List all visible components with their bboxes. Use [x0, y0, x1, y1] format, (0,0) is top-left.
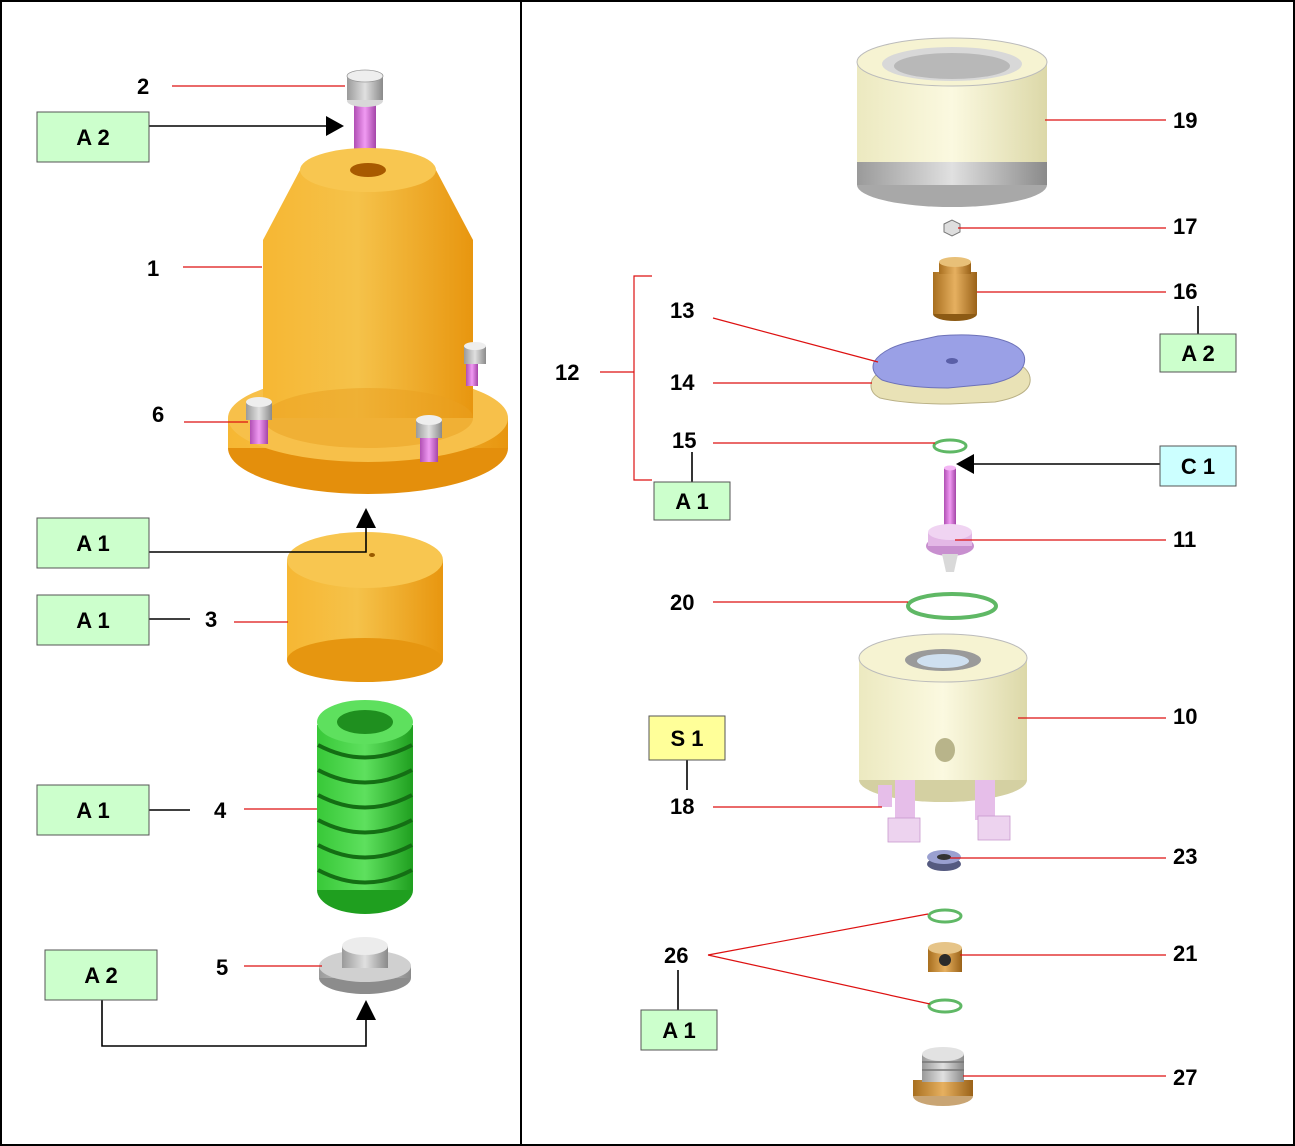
- label-part-18: 18: [670, 794, 694, 819]
- label-part-1: 1: [147, 256, 159, 281]
- part-17-nut: [943, 219, 961, 237]
- part-16-bushing: [933, 257, 977, 321]
- part-18-screws: [878, 780, 1011, 843]
- part-number-labels: 2 1 6 3 4 5 19 17 16 13 12 14 15 11 20 1…: [137, 74, 1197, 1090]
- tag-a1-part-26: A 1: [640, 1009, 718, 1051]
- part-13-disc: [872, 334, 1026, 389]
- svg-text:S 1: S 1: [670, 726, 703, 751]
- svg-text:A 1: A 1: [76, 798, 109, 823]
- tag-a1-lower-left: A 1: [36, 784, 150, 836]
- label-part-27: 27: [1173, 1065, 1197, 1090]
- part-4-spring: [317, 700, 413, 914]
- svg-text:A 2: A 2: [76, 125, 109, 150]
- svg-text:A 1: A 1: [76, 531, 109, 556]
- svg-text:A 1: A 1: [662, 1018, 695, 1043]
- label-part-14: 14: [670, 370, 695, 395]
- label-part-16: 16: [1173, 279, 1197, 304]
- label-part-21: 21: [1173, 941, 1197, 966]
- label-part-11: 11: [1173, 527, 1196, 552]
- tag-a1-mid-left: A 1: [36, 594, 150, 646]
- label-part-6: 6: [152, 402, 164, 427]
- part-1-housing: [228, 148, 508, 494]
- part-23-seal: [927, 850, 961, 871]
- label-part-4: 4: [214, 798, 227, 823]
- svg-text:A 1: A 1: [76, 608, 109, 633]
- tag-s1-right: S 1: [648, 715, 726, 761]
- tag-c1-right: C 1: [1159, 445, 1237, 487]
- label-part-3: 3: [205, 607, 217, 632]
- label-part-10: 10: [1173, 704, 1197, 729]
- part-3-cylinder: [287, 532, 443, 682]
- tag-connectors: [101, 116, 1199, 1047]
- label-part-13: 13: [670, 298, 694, 323]
- label-part-17: 17: [1173, 214, 1197, 239]
- part-6-screws: [246, 342, 486, 462]
- label-part-20: 20: [670, 590, 694, 615]
- part-10-body: [858, 633, 1028, 802]
- label-part-23: 23: [1173, 844, 1197, 869]
- tag-a1-part-15: A 1: [653, 481, 731, 521]
- tag-a2-bottom-left: A 2: [44, 949, 158, 1001]
- tag-a2-right: A 2: [1159, 333, 1237, 373]
- part-20-oring: [906, 592, 998, 620]
- leader-lines: [172, 85, 1166, 1077]
- svg-text:A 2: A 2: [1181, 341, 1214, 366]
- part-21-fitting: [928, 942, 962, 972]
- svg-text:A 1: A 1: [675, 489, 708, 514]
- part-15-oring: [932, 438, 968, 454]
- part-19-ring-housing: [856, 37, 1048, 207]
- part-11-pin: [926, 465, 974, 572]
- svg-text:C 1: C 1: [1181, 454, 1215, 479]
- label-part-5: 5: [216, 955, 228, 980]
- label-part-15: 15: [672, 428, 696, 453]
- tag-boxes: A 2 A 1 A 1 A 1 A 2 A 2 A 1 C 1: [36, 111, 1237, 1051]
- label-part-19: 19: [1173, 108, 1197, 133]
- part-27-connector: [913, 1047, 973, 1106]
- part-26-orings: [927, 908, 963, 1014]
- label-part-26: 26: [664, 943, 688, 968]
- tag-a2-top-left: A 2: [36, 111, 150, 163]
- svg-text:A 2: A 2: [84, 963, 117, 988]
- tag-a1-upper-left: A 1: [36, 517, 150, 569]
- label-part-2: 2: [137, 74, 149, 99]
- label-part-12: 12: [555, 360, 579, 385]
- part-5-stop: [319, 937, 411, 994]
